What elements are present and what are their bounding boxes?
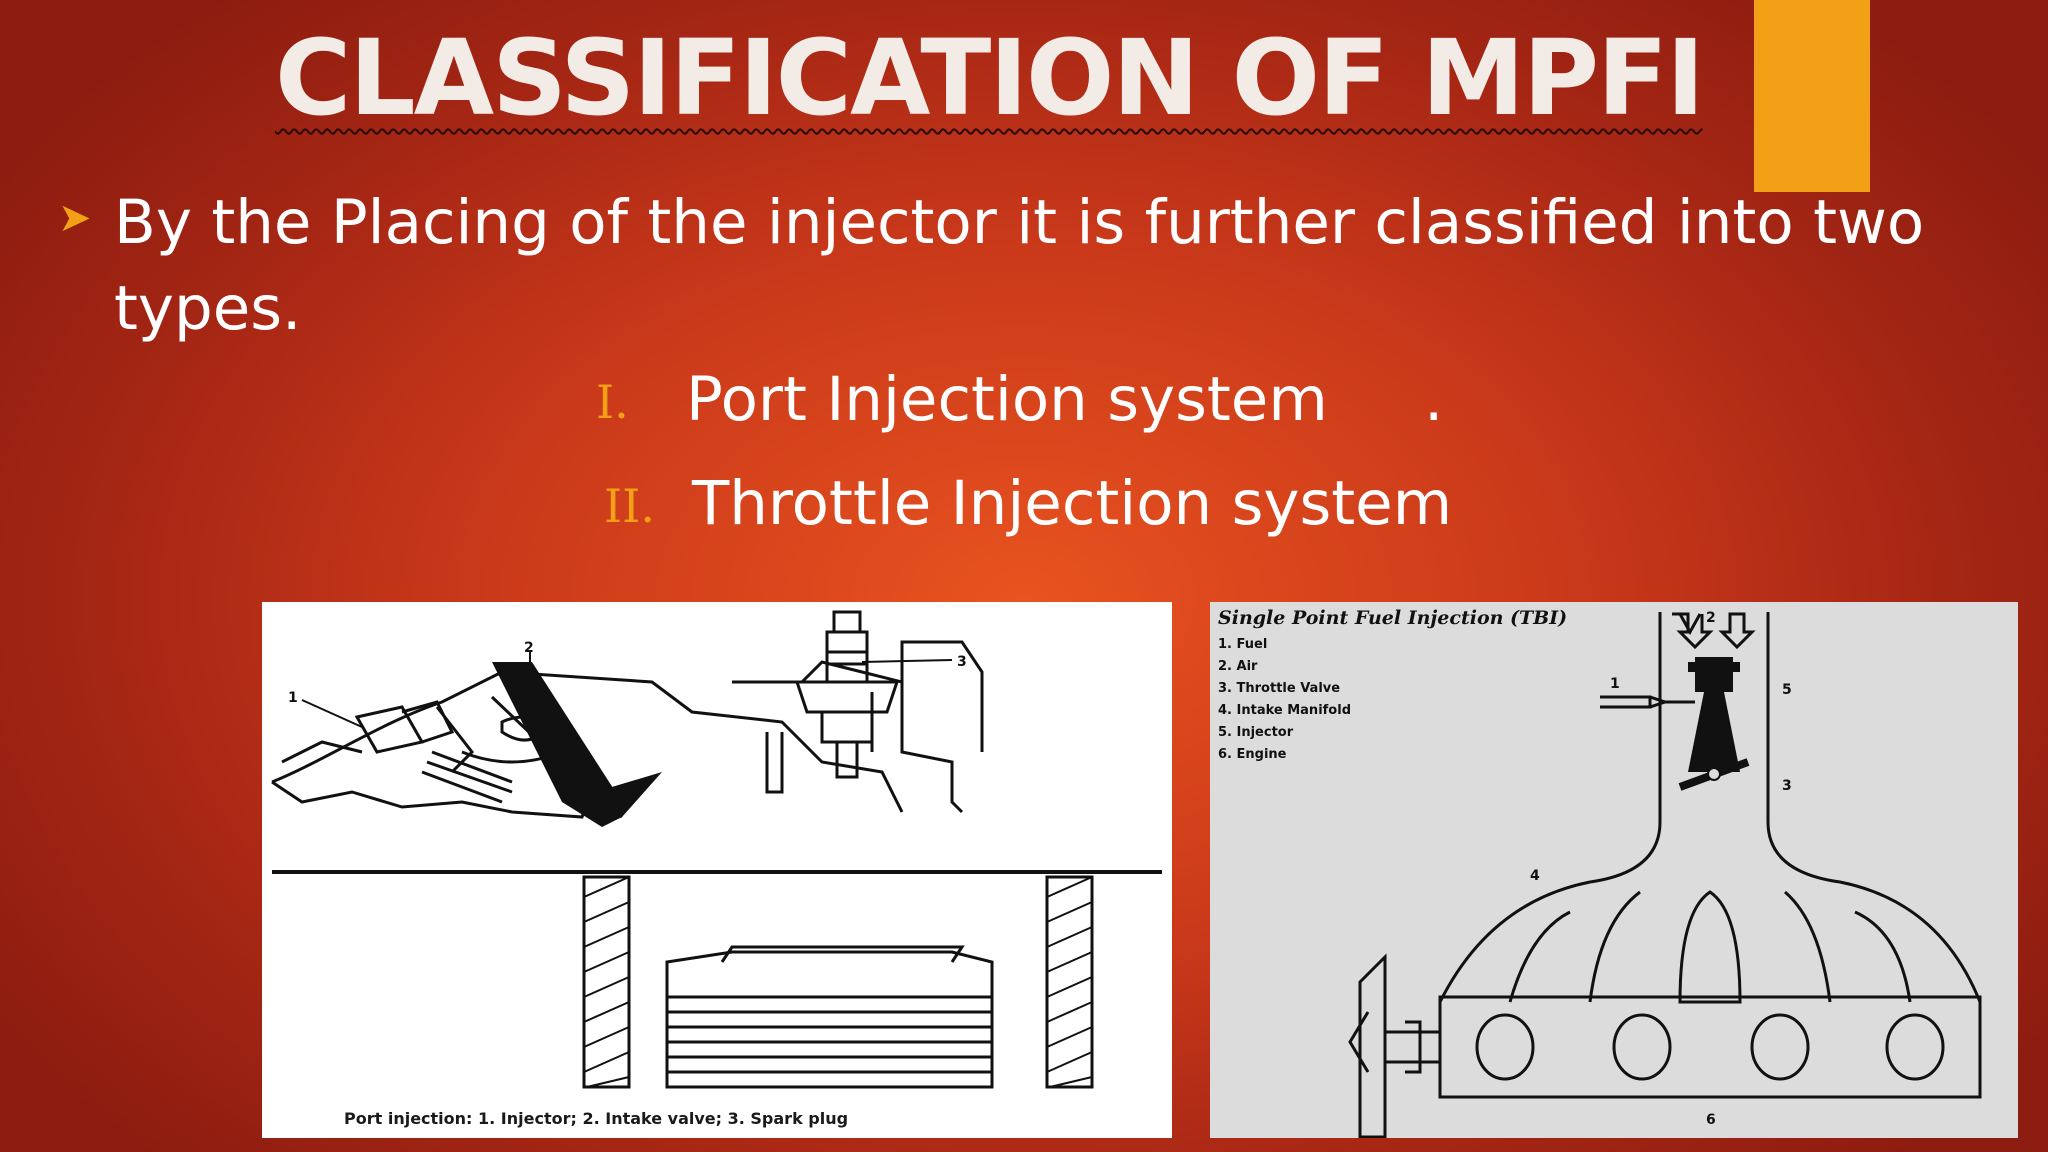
list-item-throttle-injection: Throttle Injection system xyxy=(692,468,1453,539)
callout-3: 3 xyxy=(1782,778,1792,794)
callout-1: 1 xyxy=(1610,676,1620,692)
legend-item-intake-manifold: 4. Intake Manifold xyxy=(1218,703,1351,718)
callout-3: 3 xyxy=(957,654,967,670)
list-item-trailing-dot: . xyxy=(1424,364,1444,435)
callout-6: 6 xyxy=(1706,1112,1716,1128)
legend-item-throttle-valve: 3. Throttle Valve xyxy=(1218,681,1340,696)
throttle-body-injection-diagram: Single Point Fuel Injection (TBI) 1. Fue… xyxy=(1210,602,2018,1138)
legend-item-air: 2. Air xyxy=(1218,659,1258,674)
legend-item-fuel: 1. Fuel xyxy=(1218,637,1267,652)
callout-1: 1 xyxy=(288,690,298,706)
list-numeral-2: II. xyxy=(604,479,655,533)
legend-item-injector: 5. Injector xyxy=(1218,725,1294,740)
bullet-text: By the Placing of the injector it is fur… xyxy=(114,187,1925,344)
list-numeral-1: I. xyxy=(596,375,629,429)
slide-title: CLASSIFICATION OF MPFI xyxy=(275,17,1705,139)
port-injection-diagram: 1 2 3 Port injection: 1. Injector; 2. In… xyxy=(262,602,1172,1138)
diagram-title: Single Point Fuel Injection (TBI) xyxy=(1218,607,1567,629)
figure-caption-port-injection: Port injection: 1. Injector; 2. Intake v… xyxy=(344,1109,848,1128)
legend-item-engine: 6. Engine xyxy=(1218,747,1287,762)
callout-2: 2 xyxy=(1706,610,1716,626)
arrow-bullet-icon: ➤ xyxy=(58,195,92,241)
callout-2: 2 xyxy=(524,640,534,656)
callout-4: 4 xyxy=(1530,868,1540,884)
list-item-port-injection: Port Injection system xyxy=(686,364,1328,435)
callout-5: 5 xyxy=(1782,682,1792,698)
accent-bar xyxy=(1754,0,1870,192)
